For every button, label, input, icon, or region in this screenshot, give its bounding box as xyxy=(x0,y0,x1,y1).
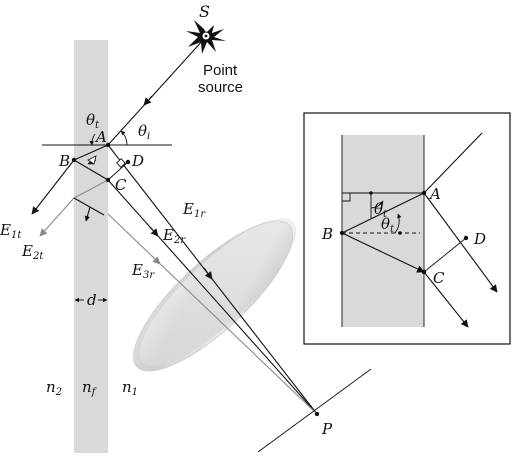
inset-label-theta-t2: θt xyxy=(381,215,395,235)
label-e1r: E1r xyxy=(182,200,206,220)
e2r-arrow xyxy=(149,226,159,237)
point-b xyxy=(71,157,77,163)
incident-ray xyxy=(107,38,205,146)
label-p: P xyxy=(321,420,333,438)
inset-ray-ab xyxy=(341,192,425,234)
inset-incident-ray xyxy=(423,132,483,194)
label-source: S xyxy=(199,2,210,21)
point-c xyxy=(105,177,111,183)
thin-film-slab xyxy=(74,40,108,453)
label-theta-t: θt xyxy=(86,111,100,131)
label-e1t: E1t xyxy=(0,221,22,241)
label-e3r: E3r xyxy=(131,261,155,281)
transmitted-ray-e2t xyxy=(39,197,75,237)
inset-theta-arc-2 xyxy=(394,213,402,234)
label-c: C xyxy=(115,176,127,194)
inset-film-slab xyxy=(342,135,424,327)
inset-theta-arc-1 xyxy=(370,200,384,209)
inset-wavefront-cd xyxy=(423,237,467,273)
point-a xyxy=(105,142,111,148)
point-p xyxy=(314,411,320,417)
label-n2: n2 xyxy=(46,378,62,398)
label-nf: nf xyxy=(82,378,98,398)
observation-screen xyxy=(257,368,372,453)
label-n1: n1 xyxy=(122,378,138,398)
point-d xyxy=(125,159,131,165)
label-point-source-1: Point xyxy=(203,62,238,79)
inset-ray-bc xyxy=(341,232,425,273)
wavefront-cd xyxy=(107,161,129,181)
transmitted-ray-e1t xyxy=(31,159,75,215)
inset-label-theta-t1: θt xyxy=(374,200,388,220)
label-a: A xyxy=(94,128,107,146)
inset-point-b xyxy=(339,230,345,236)
reflected-ray-bc xyxy=(73,159,109,181)
e3r-arrow xyxy=(151,255,161,265)
reflected-ray-e3r xyxy=(107,213,318,415)
refracted-ray-ab xyxy=(73,144,109,161)
label-theta-i: θi xyxy=(138,122,150,142)
inset-point-normal xyxy=(369,191,373,195)
incident-ray-arrow xyxy=(143,95,153,106)
inset-reflected-c xyxy=(423,271,469,328)
inset-point-c xyxy=(421,269,427,275)
point-source-icon xyxy=(186,20,226,54)
reflected-ray-e2r xyxy=(107,179,318,415)
angle-marker-b xyxy=(87,155,97,165)
converging-lens xyxy=(133,218,297,372)
film-ray-c-gray xyxy=(73,179,109,199)
inset-label-b: B xyxy=(321,225,333,243)
inset-point-d xyxy=(463,235,469,241)
film-ray-second-arrow xyxy=(84,206,91,222)
label-thickness-d: d xyxy=(87,291,97,309)
inset-label-a: A xyxy=(428,185,441,203)
label-d: D xyxy=(131,152,144,170)
theta-t-arc xyxy=(89,133,96,146)
inset-label-d: D xyxy=(473,230,486,248)
theta-i-arc xyxy=(120,130,128,146)
label-e2t: E2t xyxy=(21,242,44,262)
inset-detail: A B C D θt θt xyxy=(303,112,511,345)
label-e2r: E2r xyxy=(162,226,186,246)
label-b: B xyxy=(58,152,70,170)
inset-label-c: C xyxy=(433,269,445,287)
inset-point-a xyxy=(421,190,427,196)
reflected-ray-e1r xyxy=(107,144,318,415)
label-point-source-2: source xyxy=(198,79,243,96)
inset-point-normal-b xyxy=(398,231,402,235)
film-ray-second-pass xyxy=(73,197,105,216)
e1r-arrow xyxy=(203,267,213,280)
inset-right-angle xyxy=(342,193,351,202)
right-angle-marker-d xyxy=(116,158,126,168)
